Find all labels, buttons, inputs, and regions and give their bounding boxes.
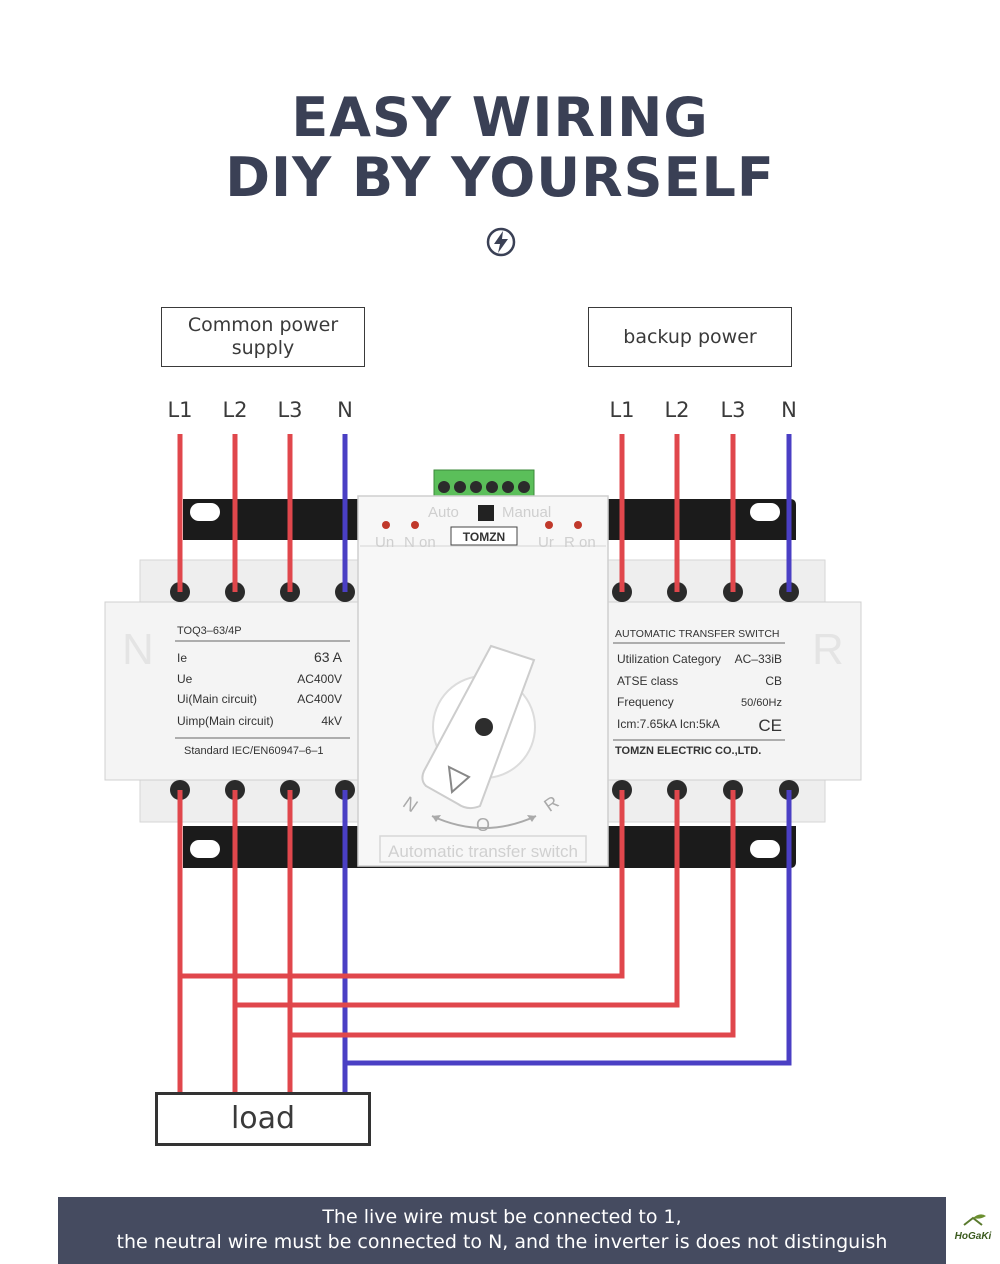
common-terminal-l1: L1 xyxy=(167,398,193,422)
side-letter-n: N xyxy=(122,625,154,674)
dial-position-o: O xyxy=(476,815,490,835)
indicator-ron-label: R on xyxy=(564,534,596,551)
common-terminal-l2: L2 xyxy=(222,398,248,422)
indicator-ur xyxy=(545,521,553,529)
footer-line2: the neutral wire must be connected to N,… xyxy=(116,1231,888,1253)
indicator-ron xyxy=(574,521,582,529)
standard-label: Standard IEC/EN60947–6–1 xyxy=(184,745,323,757)
backup-terminal-n: N xyxy=(781,398,797,422)
spec-ui-key: Ui(Main circuit) xyxy=(177,692,257,706)
model-label: TOQ3–63/4P xyxy=(177,625,242,637)
common-terminal-l3: L3 xyxy=(277,398,303,422)
spec-uimp-key: Uimp(Main circuit) xyxy=(177,714,274,728)
tomzn-logo-text: TOMZN xyxy=(463,530,505,544)
spec-ie-key: Ie xyxy=(177,651,187,665)
indicator-ur-label: Ur xyxy=(538,534,554,551)
switch-module-left xyxy=(104,559,363,823)
output-wires-load xyxy=(177,790,348,1092)
spec-ue-value: AC400V xyxy=(297,672,342,686)
house-leaf-logo: HoGaKi xyxy=(955,1214,992,1242)
backup-power-box: backup power xyxy=(588,307,792,367)
indicator-un xyxy=(382,521,390,529)
front-caption: Automatic transfer switch xyxy=(388,842,578,861)
control-terminal-block xyxy=(433,469,535,497)
right-label-panel: AUTOMATIC TRANSFER SWITCH Utilization Ca… xyxy=(613,628,785,757)
switch-module-right xyxy=(602,559,862,823)
spec-atse-key: ATSE class xyxy=(617,674,678,688)
spec-util-key: Utilization Category xyxy=(617,652,721,666)
spec-ui-value: AC400V xyxy=(297,692,342,706)
footer-note: The live wire must be connected to 1, th… xyxy=(58,1197,946,1264)
common-terminal-n: N xyxy=(337,398,353,422)
maker-label: TOMZN ELECTRIC CO.,LTD. xyxy=(615,745,761,757)
spec-icm-key: Icm:7.65kA Icn:5kA xyxy=(617,717,720,731)
common-power-label-line1: Common power xyxy=(187,314,339,337)
spec-uimp-value: 4kV xyxy=(321,714,342,728)
input-wires-backup xyxy=(619,434,792,592)
rotary-handle[interactable] xyxy=(421,644,536,810)
mode-switch[interactable] xyxy=(478,505,494,521)
common-power-label-line2: supply xyxy=(231,337,295,359)
backup-terminal-l2: L2 xyxy=(664,398,690,422)
backup-terminal-l3: L3 xyxy=(720,398,746,422)
spec-freq-key: Frequency xyxy=(617,695,674,709)
spec-atse-value: CB xyxy=(765,674,782,688)
mode-auto-label: Auto xyxy=(428,504,459,521)
left-label-panel: TOQ3–63/4P Ie 63 A Ue AC400V Ui(Main cir… xyxy=(175,625,350,757)
spec-util-value: AC–33iB xyxy=(735,652,782,666)
footer-line1: The live wire must be connected to 1, xyxy=(322,1206,682,1228)
ats-heading: AUTOMATIC TRANSFER SWITCH xyxy=(615,628,780,640)
indicator-non-label: N on xyxy=(404,534,436,551)
indicator-non xyxy=(411,521,419,529)
page-title-line1: EASY WIRING xyxy=(291,86,709,149)
bridge-wires xyxy=(180,790,792,1066)
spec-ie-value: 63 A xyxy=(314,649,343,665)
input-wires-common xyxy=(177,434,348,592)
tomzn-logo xyxy=(450,526,518,546)
spec-ue-key: Ue xyxy=(177,672,193,686)
lightning-bolt-icon xyxy=(486,227,516,257)
spec-freq-value: 50/60Hz xyxy=(741,697,782,709)
side-letter-r: R xyxy=(812,625,844,674)
brand-text: HoGaKi xyxy=(955,1231,992,1242)
dial-scale xyxy=(431,815,537,829)
page-title-line2: DIY BY YOURSELF xyxy=(225,146,775,209)
backup-terminal-l1: L1 xyxy=(609,398,635,422)
load-box: load xyxy=(155,1092,371,1146)
indicator-un-label: Un xyxy=(375,534,394,551)
mode-manual-label: Manual xyxy=(502,504,551,521)
ce-mark: CE xyxy=(758,716,782,735)
backup-power-label: backup power xyxy=(623,325,757,348)
load-label: load xyxy=(230,1101,296,1136)
